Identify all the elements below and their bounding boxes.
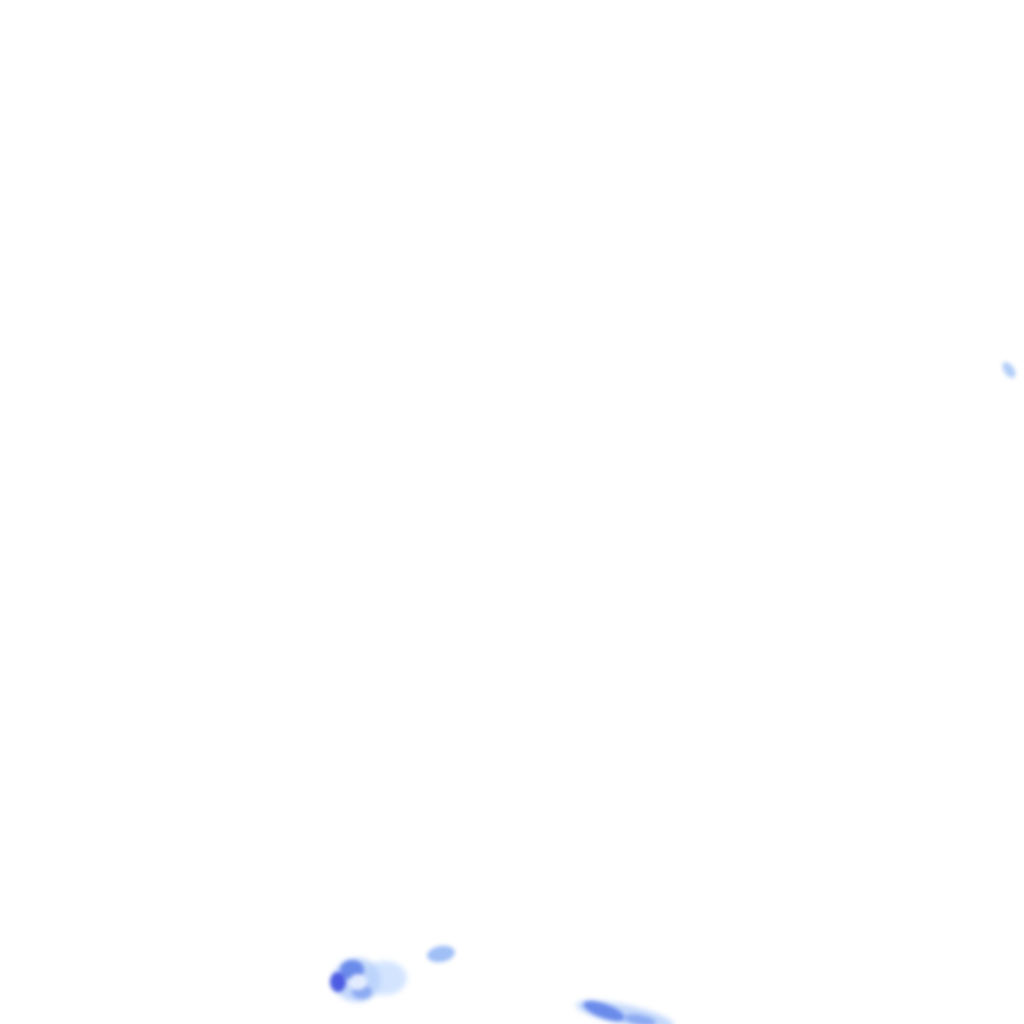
radar-echo-east-edge <box>1002 362 1016 378</box>
radar-echo-cluster-southwest <box>330 958 407 1002</box>
radar-echo-band-south <box>576 1000 674 1024</box>
radar-echo-small-south <box>427 945 455 963</box>
